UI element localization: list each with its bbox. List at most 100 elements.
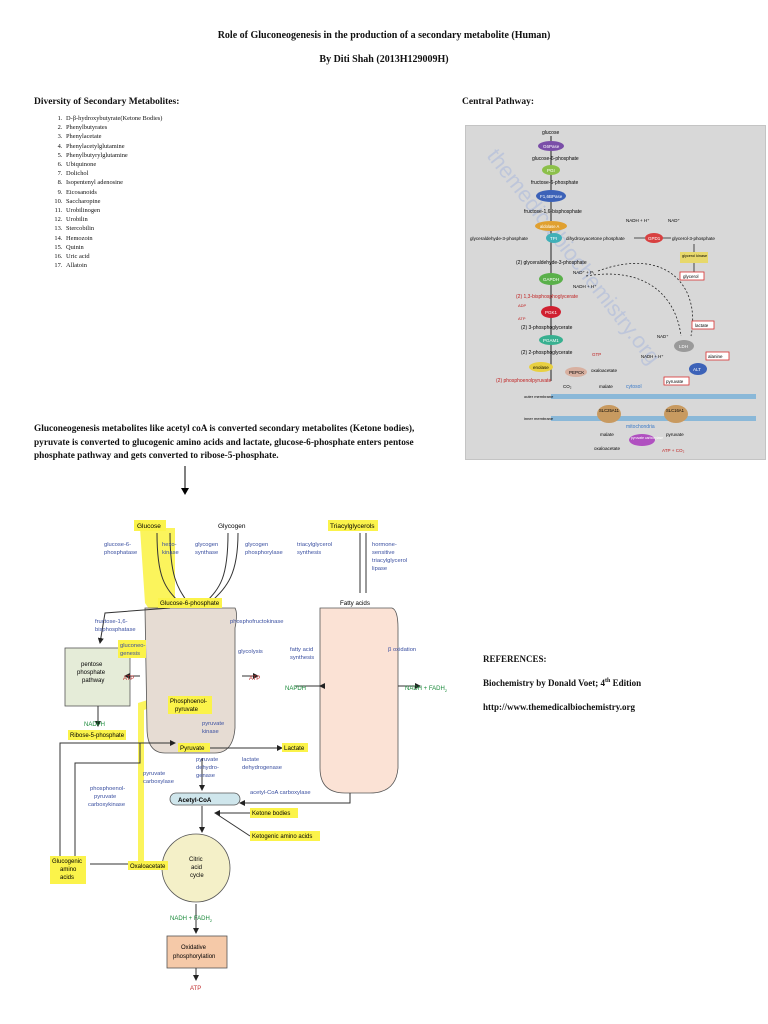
enzyme-alt <box>689 363 707 375</box>
d-acc: acetyl-CoA carboxylase <box>250 790 311 796</box>
cp-nadh2: NADH + H⁺ <box>573 284 597 289</box>
d-ribose: Ribose-5-phosphate <box>70 733 125 739</box>
cp-adp: ADP <box>518 303 527 308</box>
cp-alt: ALT <box>693 367 701 372</box>
d-pfk: phosphofructokinase <box>230 619 284 625</box>
cp-pgam: PGAM1 <box>543 338 559 343</box>
central-pathway-figure: themedicalbiochemistry.org glucose G6Pas… <box>465 125 766 460</box>
d-fatty-acids: Fatty acids <box>340 600 370 607</box>
d-glucose: Glucose <box>137 523 161 530</box>
reference-url[interactable]: http://www.themedicalbiochemistry.org <box>483 702 635 712</box>
d-g6p: Glucose-6-phosphate <box>160 600 220 607</box>
cp-f6p: fructose-6-phosphate <box>531 180 578 186</box>
cp-pg2: (2) 2-phosphoglycerate <box>521 350 573 356</box>
d-pc-1: pyruvate <box>143 771 165 777</box>
d-lactate: Lactate <box>284 745 305 752</box>
d-pdh-3: genase <box>196 773 215 779</box>
cp-pep: (2) phosphoenolpyruvate <box>496 378 552 384</box>
cp-pepck: PEPCK <box>569 370 584 375</box>
cp-mito: mitochondria <box>626 424 655 430</box>
list-item: Quinin <box>64 243 264 252</box>
description-paragraph: Gluconeogenesis metabolites like acetyl … <box>34 424 415 461</box>
d-tca-3: cycle <box>190 873 204 879</box>
d-oxphos-2: phosphorylation <box>173 954 215 960</box>
d-glucogenic-2: amino <box>60 867 77 873</box>
oxphos-box <box>166 935 228 969</box>
d-tag-synthesis-1: triacylglycerol <box>297 542 332 548</box>
enzyme-f16bpase <box>536 190 566 202</box>
d-atp-right: ATP <box>249 676 260 682</box>
d-glucogenic-3: acids <box>60 875 74 881</box>
list-item: D-β-hydroxybutyrate(Ketone Bodies) <box>64 114 264 123</box>
cp-nad-pi: NAD⁺ + Pᵢ <box>573 270 594 275</box>
d-hexokinase-2: kinase <box>162 550 179 556</box>
cp-g3p2: (2) glyceraldehyde-3-phosphate <box>516 260 587 266</box>
list-item: Phenylbutyrylglutamine <box>64 151 264 160</box>
cp-nadh: NADH + H⁺ <box>626 218 650 223</box>
d-gluconeo-1: gluconeo- <box>120 643 146 649</box>
enzyme-pepck <box>565 367 587 377</box>
list-item: Dolichol <box>64 169 264 178</box>
d-napdh: NAPDH <box>285 686 306 692</box>
d-beta-ox: β oxidation <box>388 647 416 653</box>
d-atp-bottom: ATP <box>190 986 201 992</box>
references-heading: REFERENCES: <box>483 654 547 664</box>
list-item: Urobilinogen <box>64 206 264 215</box>
d-glycogen-phos-1: glycogen <box>245 542 268 548</box>
d-glycogen-synthase-1: glycogen <box>195 542 218 548</box>
enzyme-pgam <box>539 335 563 345</box>
enzyme-g6pase <box>538 141 564 151</box>
cp-gtp: GTP <box>592 352 601 357</box>
d-pk-2: kinase <box>202 729 219 735</box>
central-pathway-heading: Central Pathway: <box>462 97 535 107</box>
cp-gpd1: GPD1 <box>648 236 661 241</box>
enzyme-pyruvate-carboxylase <box>629 434 655 446</box>
d-ldh-2: dehydrogenase <box>242 765 282 771</box>
d-hexokinase-1: hexo- <box>162 542 177 548</box>
d-pc-2: carboxylase <box>143 779 174 785</box>
cp-pgk1: PGK1 <box>545 310 558 315</box>
d-ppp-1: pentose <box>81 662 103 668</box>
cp-cytosol: cytosol <box>626 384 642 390</box>
cp-g6p: glucose-6-phosphate <box>532 156 579 162</box>
d-pepck-3: carboxykinase <box>88 802 125 808</box>
metabolic-pathway-diagram: Glucose Glycogen Triacylglycerols glucos… <box>50 520 448 992</box>
cp-slc16a1: SLC16A1 <box>666 408 685 413</box>
d-ketogenic: Ketogenic amino acids <box>252 834 312 840</box>
cp-glycerol: glycerol <box>683 274 699 279</box>
d-triacylglycerols: Triacylglycerols <box>330 523 375 530</box>
d-hsl-1: hormone- <box>372 542 397 548</box>
cp-lactate: lactate <box>695 323 709 328</box>
cp-pc: pyruvate carboxylase <box>631 436 663 440</box>
inner-membrane-band <box>551 416 756 421</box>
acetyl-coa-pill <box>169 792 241 806</box>
enzyme-gapdh <box>539 273 563 285</box>
d-ldh-1: lactate <box>242 757 259 763</box>
cp-f16bp: fructose-1,6-bisphosphate <box>524 209 582 215</box>
reference-book: Biochemistry by Donald Voet; 4th Edition <box>483 678 642 688</box>
cp-malate: malate <box>599 384 613 389</box>
list-item: Ubiquinone <box>64 160 264 169</box>
d-glycogen-synthase-2: synthase <box>195 550 218 556</box>
cp-glycerol3p: glycerol-3-phosphate <box>672 236 715 241</box>
cp-inner: inner membrane <box>524 416 554 421</box>
d-glycolysis: glycolysis <box>238 649 263 655</box>
d-ppp-3: pathway <box>82 678 104 684</box>
list-item: Allatoin <box>64 261 264 270</box>
outer-membrane-band <box>551 394 756 399</box>
enzyme-tpi <box>546 233 562 243</box>
d-tag-synthesis-2: synthesis <box>297 550 321 556</box>
list-item: Phenylacetate <box>64 132 264 141</box>
cp-outer: outer membrane <box>524 394 554 399</box>
cp-ldh: LDH <box>679 344 688 349</box>
cp-g3p: glyceraldehyde-3-phosphate <box>470 236 528 241</box>
d-pyruvate: Pyruvate <box>180 745 205 752</box>
d-glycogen-phos-2: phosphorylase <box>245 550 283 556</box>
cp-bpg: (2) 1,3-bisphosphoglycerate <box>516 294 578 300</box>
d-oxphos-1: Oxidative <box>181 945 207 951</box>
d-pdh-1: pyruvate <box>196 757 218 763</box>
list-item: Hemozoin <box>64 234 264 243</box>
d-pepck-2: pyruvate <box>94 794 116 800</box>
d-glycogen: Glycogen <box>218 523 246 530</box>
d-ketone: Ketone bodies <box>252 811 290 817</box>
